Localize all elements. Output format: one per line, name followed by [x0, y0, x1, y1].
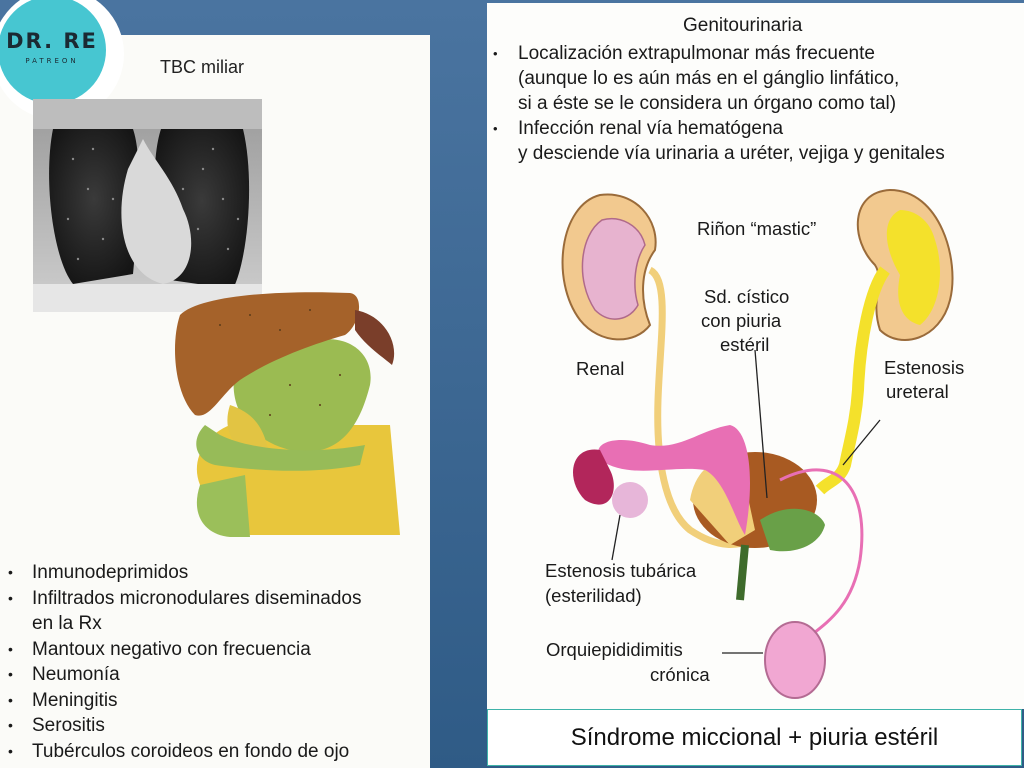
right-bullet-1-line-1: Localización extrapulmonar más frecuente — [518, 43, 875, 64]
left-item-inmunodeprimidos: Inmunodeprimidos — [6, 560, 426, 586]
right-bullet-localizacion: Localización extrapulmonar más frecuente… — [489, 41, 1024, 116]
left-item-mantoux: Mantoux negativo con frecuencia — [6, 637, 426, 663]
right-bullet-2-line-1: Infección renal vía hematógena — [518, 118, 784, 139]
tbc-title: TBC miliar — [160, 57, 244, 77]
left-item-tuberculos: Tubérculos coroideos en fondo de ojo — [6, 739, 426, 765]
label-renal: Renal — [576, 358, 625, 379]
logo-title: DR. RE — [6, 29, 98, 53]
chest-xray-image — [33, 99, 262, 312]
caption-box: Síndrome miccional + piuria estéril — [487, 709, 1022, 766]
left-item-infiltrados: Infiltrados micronodulares diseminados — [6, 586, 426, 612]
label-sd-cistico-3: estéril — [720, 334, 770, 355]
genitourinaria-title: Genitourinaria — [683, 15, 803, 36]
caption-text: Síndrome miccional + piuria estéril — [570, 723, 939, 751]
left-item-neumonia: Neumonía — [6, 662, 426, 688]
right-bullet-list: Localización extrapulmonar más frecuente… — [489, 41, 1024, 166]
logo-circle: DR. RE PATREON — [0, 0, 106, 104]
label-estenosis-ureteral-1: Estenosis — [884, 357, 965, 378]
left-item-infiltrados-cont: en la Rx — [32, 613, 102, 634]
label-cronica: crónica — [650, 664, 710, 685]
genitourinary-diagram — [561, 188, 954, 699]
right-bullet-2-line-2: y desciende vía urinaria a uréter, vejig… — [518, 143, 945, 164]
label-estenosis-tubarica: Estenosis tubárica — [545, 560, 697, 581]
label-orquiepididimitis: Orquiepididimitis — [546, 639, 683, 660]
left-item-serositis: Serositis — [6, 713, 426, 739]
label-esterilidad: (esterilidad) — [545, 585, 642, 606]
label-sd-cistico-1: Sd. cístico — [704, 286, 790, 307]
right-bullet-1-line-2: (aunque lo es aún más en el gánglio linf… — [518, 68, 900, 89]
right-bullet-1-line-3: si a éste se le considera un órgano como… — [518, 93, 897, 114]
abdominal-organs-illustration — [175, 292, 400, 537]
label-estenosis-ureteral-2: ureteral — [886, 381, 949, 402]
right-bullet-infeccion: Infección renal vía hematógena y descien… — [489, 116, 1024, 166]
logo-subtitle: PATREON — [25, 57, 79, 65]
label-sd-cistico-2: con piuria — [701, 310, 782, 331]
left-item-meningitis: Meningitis — [6, 688, 426, 714]
label-rinon-mastic: Riñon “mastic” — [697, 218, 817, 239]
left-bullet-list: Inmunodeprimidos Infiltrados micronodula… — [6, 560, 426, 764]
